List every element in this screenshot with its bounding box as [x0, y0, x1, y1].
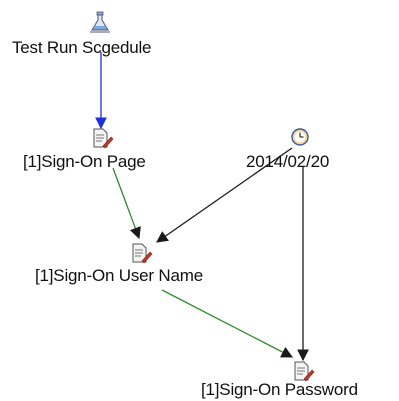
node-label-sign-on-password[interactable]: [1]Sign-On Password: [201, 380, 358, 399]
node-label-date[interactable]: 2014/02/20: [246, 152, 330, 171]
script-pen-icon[interactable]: [132, 243, 153, 264]
node-label-schedule[interactable]: Test Run Scgedule: [12, 38, 152, 57]
edge-page-to-username: [112, 167, 141, 240]
flask-icon[interactable]: [90, 11, 110, 33]
edge-date-to-username: [156, 147, 293, 243]
edge-username-to-password: [161, 289, 294, 358]
clock-icon[interactable]: [291, 128, 309, 146]
node-label-sign-on-user-name[interactable]: [1]Sign-On User Name: [35, 266, 203, 285]
script-pen-icon[interactable]: [93, 128, 114, 149]
node-label-sign-on-page[interactable]: [1]Sign-On Page: [23, 152, 146, 171]
script-pen-icon[interactable]: [294, 361, 315, 382]
